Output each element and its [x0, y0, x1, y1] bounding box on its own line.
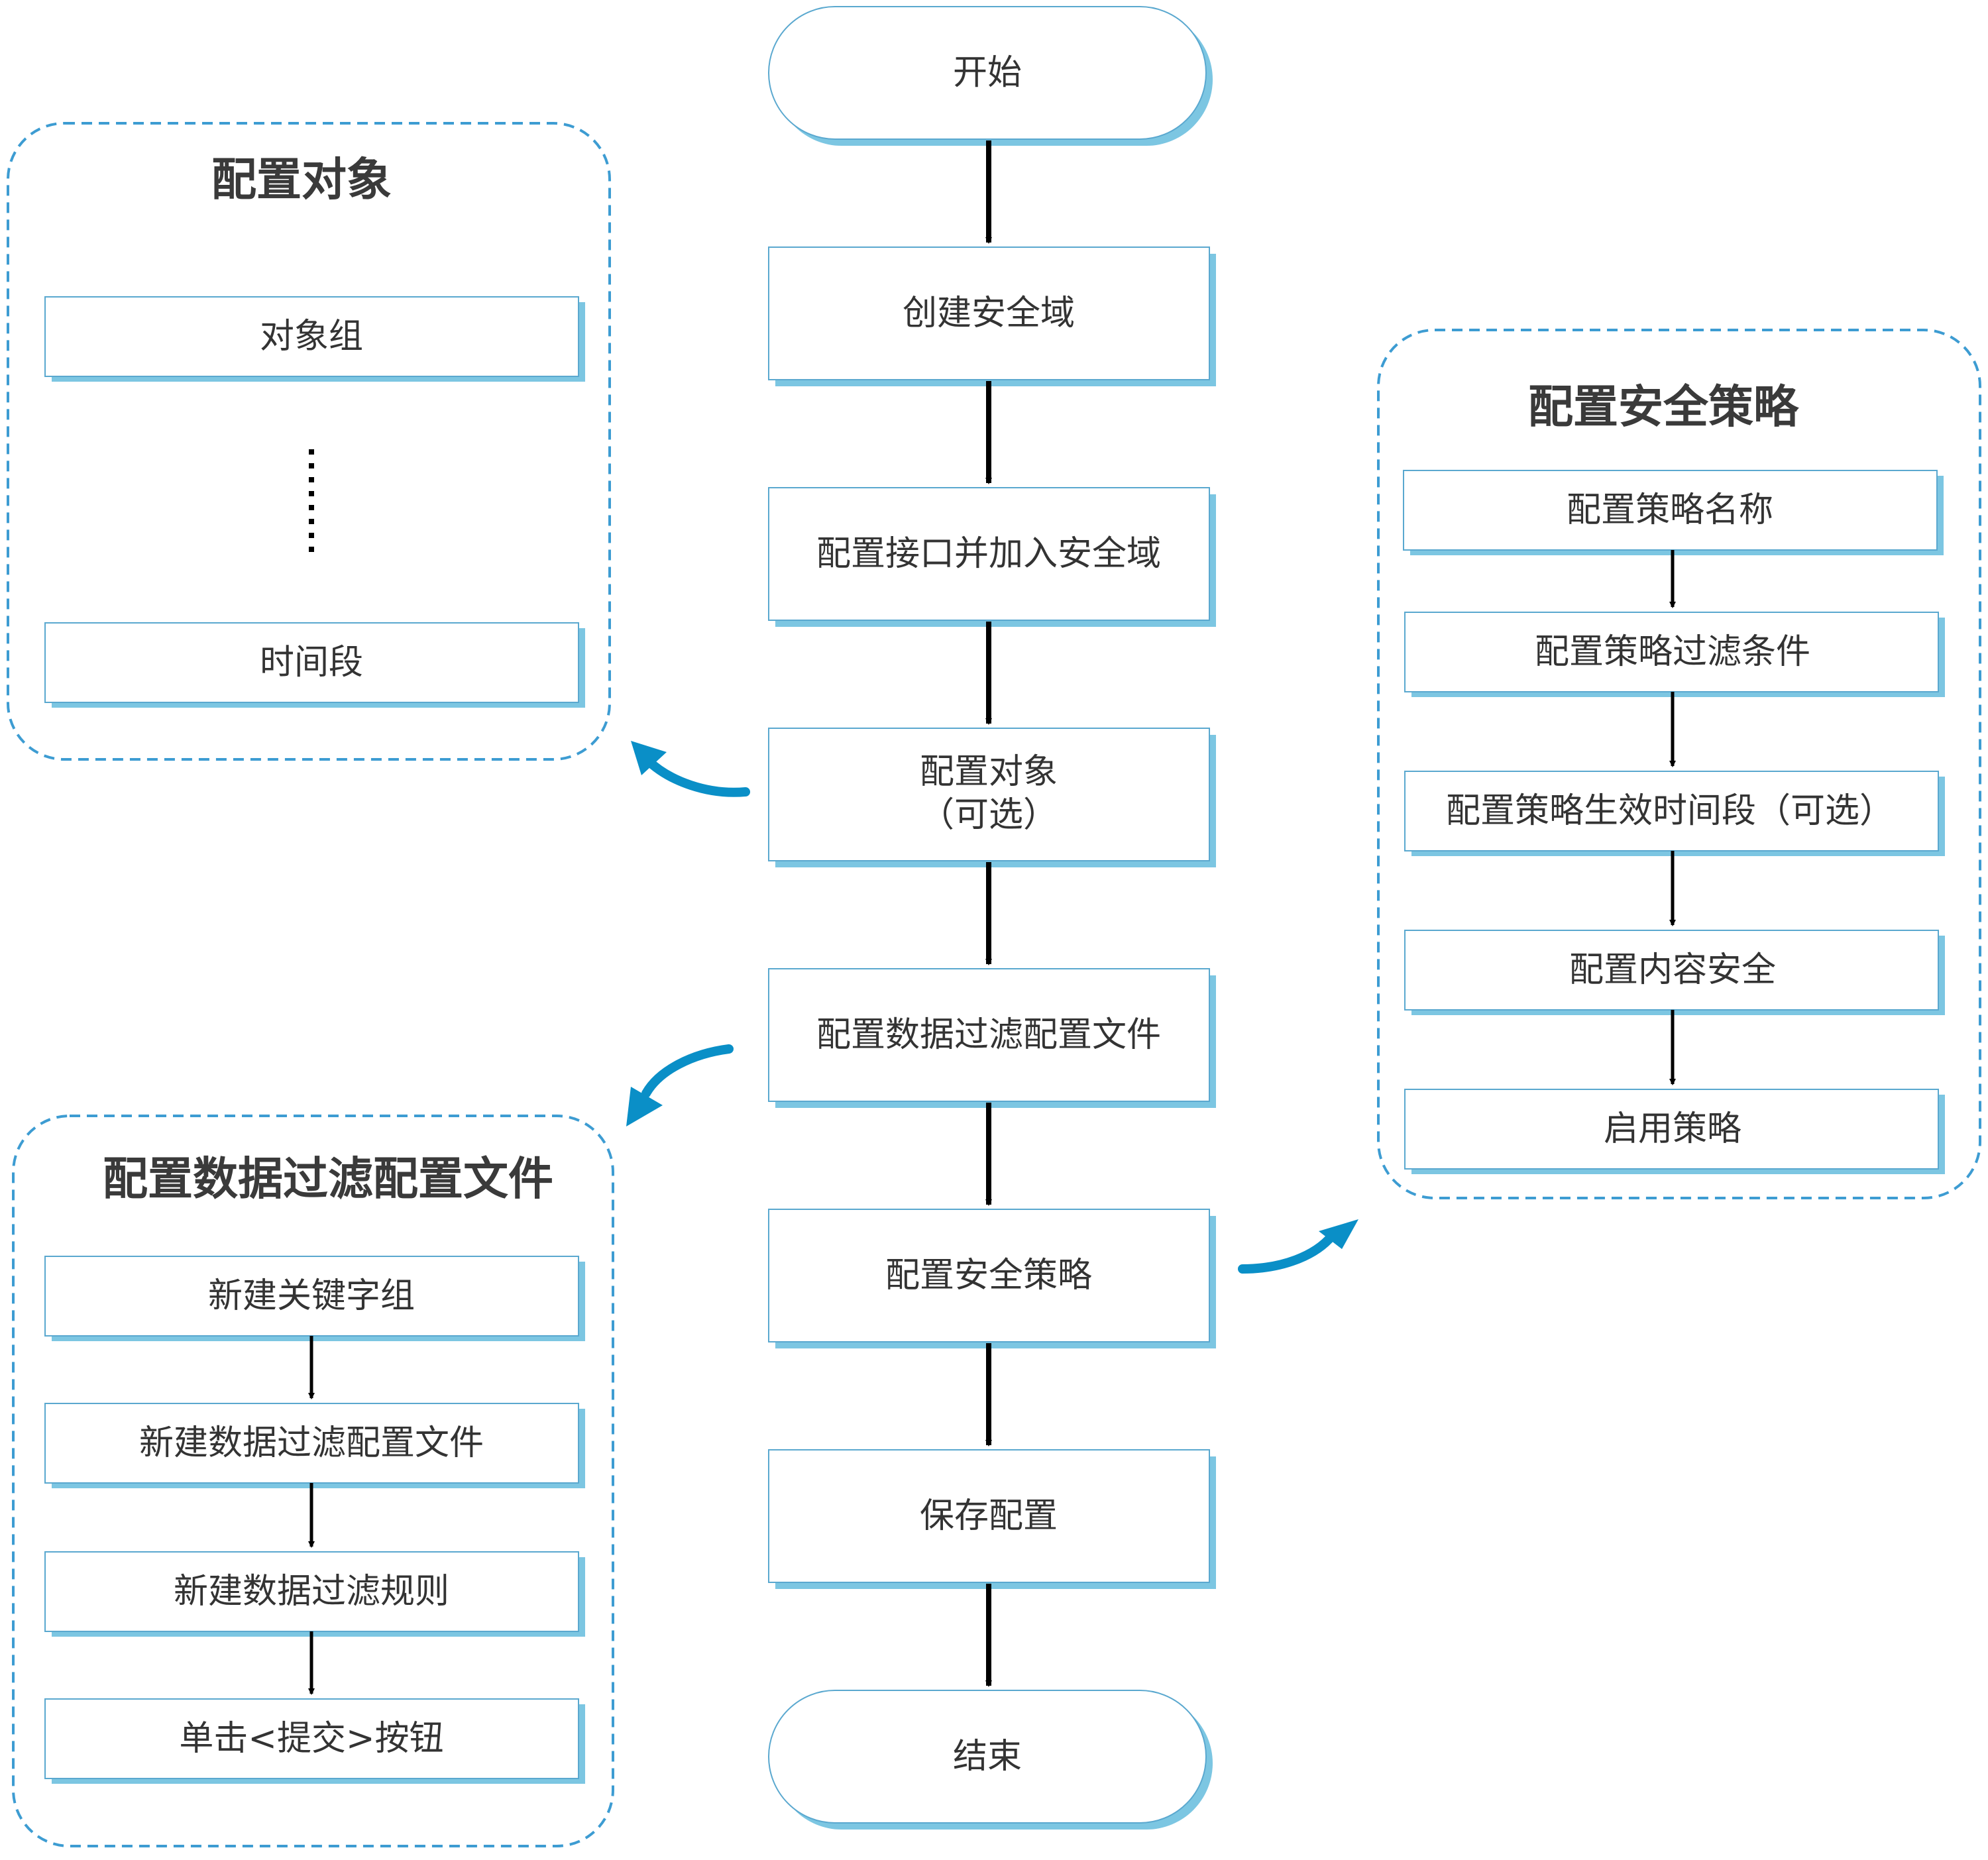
panel-policy-item-filter: 配置策略过滤条件 — [1535, 632, 1810, 672]
panel-objects: 配置对象 对象组 时间段 — [7, 122, 611, 761]
panel-filter-item-new-rule: 新建数据过滤规则 — [174, 1572, 449, 1612]
start-label: 开始 — [953, 53, 1022, 93]
end-label: 结束 — [953, 1737, 1022, 1777]
step-save-config-label: 保存配置 — [920, 1496, 1058, 1536]
start-terminal: 开始 — [768, 6, 1213, 146]
step-save-config: 保存配置 — [768, 1449, 1216, 1589]
step-config-filter-profile: 配置数据过滤配置文件 — [768, 968, 1216, 1108]
panel-policy-title: 配置安全策略 — [1528, 382, 1799, 434]
curve-arrow-to-objects — [631, 741, 750, 797]
panel-policy-item-content-security: 配置内容安全 — [1569, 950, 1776, 990]
panel-filter-frame — [12, 1115, 614, 1847]
panel-policy-item-name: 配置策略名称 — [1567, 490, 1773, 530]
step-create-zone-label: 创建安全域 — [903, 294, 1075, 333]
curve-arrow-to-filter — [626, 1044, 734, 1126]
panel-filter-title: 配置数据过滤配置文件 — [103, 1154, 553, 1206]
panel-objects-item-time-range: 时间段 — [260, 643, 363, 683]
panel-policy-item-enable: 启用策略 — [1604, 1109, 1741, 1149]
panel-filter-item-new-profile: 新建数据过滤配置文件 — [139, 1423, 484, 1463]
curve-arrow-to-policy — [1238, 1219, 1358, 1274]
panel-objects-item-object-group: 对象组 — [260, 317, 363, 356]
end-terminal: 结束 — [768, 1690, 1213, 1830]
step-config-object-optional: （可选） — [920, 795, 1058, 835]
step-config-policy: 配置安全策略 — [768, 1209, 1216, 1348]
step-config-object: 配置对象 （可选） — [768, 728, 1216, 867]
step-create-zone: 创建安全域 — [768, 246, 1216, 386]
panel-filter-item-keyword-group: 新建关键字组 — [208, 1276, 415, 1316]
step-config-object-label: 配置对象 — [920, 752, 1058, 792]
panel-policy-item-time: 配置策略生效时间段（可选） — [1446, 791, 1894, 831]
step-config-filter-profile-label: 配置数据过滤配置文件 — [816, 1015, 1161, 1055]
panel-policy-frame — [1377, 329, 1981, 1199]
panel-filter-item-submit: 单击<提交>按钮 — [179, 1719, 443, 1759]
panel-filter: 配置数据过滤配置文件 新建关键字组 新建数据过滤配置文件 新建数据过滤规则 单击… — [12, 1115, 614, 1847]
step-config-interface: 配置接口并加入安全域 — [768, 487, 1216, 627]
panel-objects-title: 配置对象 — [211, 154, 392, 207]
panel-objects-frame — [7, 122, 611, 761]
step-config-policy-label: 配置安全策略 — [885, 1256, 1092, 1295]
step-config-interface-label: 配置接口并加入安全域 — [816, 534, 1161, 574]
panel-policy: 配置安全策略 配置策略名称 配置策略过滤条件 配置策略生效时间段（可选） 配置内… — [1377, 329, 1981, 1199]
